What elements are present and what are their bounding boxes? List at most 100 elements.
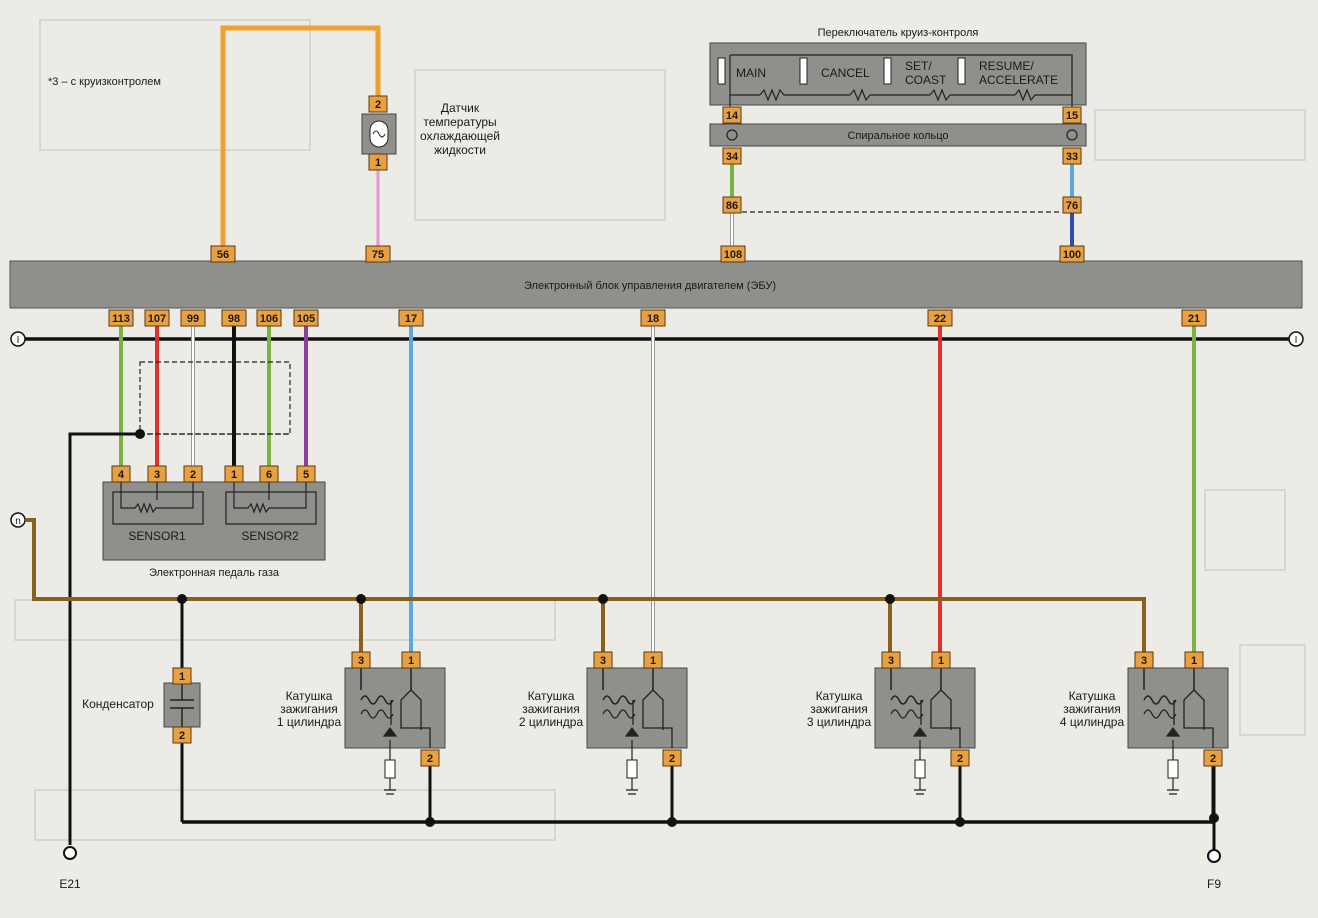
svg-text:4: 4 — [118, 469, 125, 481]
svg-text:2: 2 — [957, 753, 963, 765]
pedal-title: Электронная педаль газа — [149, 567, 280, 579]
cruise-title: Переключатель круиз-контроля — [818, 27, 979, 39]
pin-cruise-14: 14 — [722, 106, 742, 124]
svg-text:2: 2 — [375, 99, 381, 111]
pin-ecu-bottom-18: 18 — [640, 309, 666, 327]
coil-label-2-1: Катушка — [528, 689, 575, 703]
pin-coil-3-1: 1 — [931, 651, 951, 669]
coil-label-2-2: зажигания — [522, 702, 580, 716]
pin-pedal-1: 1 — [224, 465, 244, 483]
pin-ecu-bottom-99: 99 — [180, 309, 206, 327]
coil-label-3-3: 3 цилиндра — [807, 715, 872, 729]
svg-text:2: 2 — [190, 469, 196, 481]
top-wires — [220, 25, 1074, 258]
cruise-control-switch: Переключатель круиз-контроля MAIN CANCEL… — [709, 27, 1087, 147]
pin-ecu-bottom-22: 22 — [927, 309, 953, 327]
svg-text:3: 3 — [154, 469, 160, 481]
pin-sensor-2: 2 — [368, 95, 388, 113]
pin-ecu-top-56: 56 — [210, 245, 236, 263]
coil-label-4-1: Катушка — [1069, 689, 1116, 703]
ecu-bottom-wires — [68, 326, 1196, 845]
pin-coil-3-2: 2 — [950, 749, 970, 767]
pin-pedal-5: 5 — [296, 465, 316, 483]
button-cancel: CANCEL — [821, 66, 870, 80]
pin-spiral-33: 33 — [1062, 147, 1082, 165]
pin-pedal-2: 2 — [183, 465, 203, 483]
svg-text:18: 18 — [647, 313, 659, 325]
button-accelerate: ACCELERATE — [979, 73, 1058, 87]
ecu-title: Электронный блок управления двигателем (… — [524, 280, 776, 292]
coil-label-1-1: Катушка — [286, 689, 333, 703]
sensor-label-line3: охлаждающей — [420, 129, 500, 143]
spiral-ring-label: Спиральное кольцо — [847, 130, 948, 142]
svg-text:2: 2 — [179, 730, 185, 742]
svg-text:108: 108 — [724, 249, 742, 261]
coil-label-3-1: Катушка — [816, 689, 863, 703]
svg-text:5: 5 — [303, 469, 309, 481]
svg-text:15: 15 — [1066, 110, 1078, 122]
pin-ecu-bottom-113: 113 — [108, 309, 134, 327]
n-bus-label: n — [15, 516, 21, 527]
pin-ecu-bottom-17: 17 — [398, 309, 424, 327]
svg-text:34: 34 — [726, 151, 739, 163]
svg-text:98: 98 — [228, 313, 240, 325]
svg-text:76: 76 — [1066, 200, 1078, 212]
svg-text:3: 3 — [358, 655, 364, 667]
pin-cruise-15: 15 — [1062, 106, 1082, 124]
pin-ecu-bottom-106: 106 — [256, 309, 282, 327]
capacitor-label: Конденсатор — [82, 697, 154, 711]
svg-text:3: 3 — [600, 655, 606, 667]
accelerator-pedal: SENSOR1 SENSOR2 Электронная педаль газа — [102, 481, 326, 579]
svg-text:107: 107 — [148, 313, 166, 325]
svg-text:33: 33 — [1066, 151, 1078, 163]
pin-coil-2-2: 2 — [662, 749, 682, 767]
svg-text:2: 2 — [669, 753, 675, 765]
pin-coil-3-3: 3 — [881, 651, 901, 669]
bus-label-left: I — [17, 335, 20, 346]
svg-text:1: 1 — [1191, 655, 1197, 667]
pin-pedal-4: 4 — [111, 465, 131, 483]
coil-label-4-3: 4 цилиндра — [1060, 715, 1125, 729]
pin-ecu-bottom-21: 21 — [1181, 309, 1207, 327]
pin-coil-2-1: 1 — [643, 651, 663, 669]
pin-ecu-top-75: 75 — [365, 245, 391, 263]
pin-ecu-bottom-107: 107 — [144, 309, 170, 327]
svg-text:100: 100 — [1063, 249, 1081, 261]
ground-e21: E21 — [59, 877, 81, 891]
pin-coil-4-3: 3 — [1134, 651, 1154, 669]
pin-86: 86 — [722, 196, 742, 214]
pin-spiral-34: 34 — [722, 147, 742, 165]
svg-text:1: 1 — [408, 655, 414, 667]
pedal-sensor1: SENSOR1 — [128, 529, 186, 543]
svg-text:2: 2 — [1210, 753, 1216, 765]
button-set: SET/ — [905, 59, 932, 73]
svg-text:56: 56 — [217, 249, 229, 261]
svg-text:1: 1 — [650, 655, 656, 667]
pin-ecu-bottom-98: 98 — [221, 309, 247, 327]
svg-text:6: 6 — [266, 469, 272, 481]
pin-coil-4-1: 1 — [1184, 651, 1204, 669]
pin-76: 76 — [1062, 196, 1082, 214]
coil-label-3-2: зажигания — [810, 702, 868, 716]
svg-text:2: 2 — [427, 753, 433, 765]
button-resume: RESUME/ — [979, 59, 1034, 73]
coil-label-4-2: зажигания — [1063, 702, 1121, 716]
pin-ecu-bottom-105: 105 — [293, 309, 319, 327]
svg-text:1: 1 — [938, 655, 944, 667]
coil-label-1-3: 1 цилиндра — [277, 715, 342, 729]
pin-ecu-top-100: 100 — [1059, 245, 1085, 263]
pin-coil-1-2: 2 — [420, 749, 440, 767]
svg-text:14: 14 — [726, 110, 739, 122]
pin-capacitor-1: 1 — [172, 667, 192, 685]
pin-pedal-3: 3 — [147, 465, 167, 483]
ignition-bus: I I — [10, 331, 1304, 347]
coil-label-1-2: зажигания — [280, 702, 338, 716]
svg-text:1: 1 — [375, 157, 381, 169]
svg-text:113: 113 — [112, 313, 130, 325]
